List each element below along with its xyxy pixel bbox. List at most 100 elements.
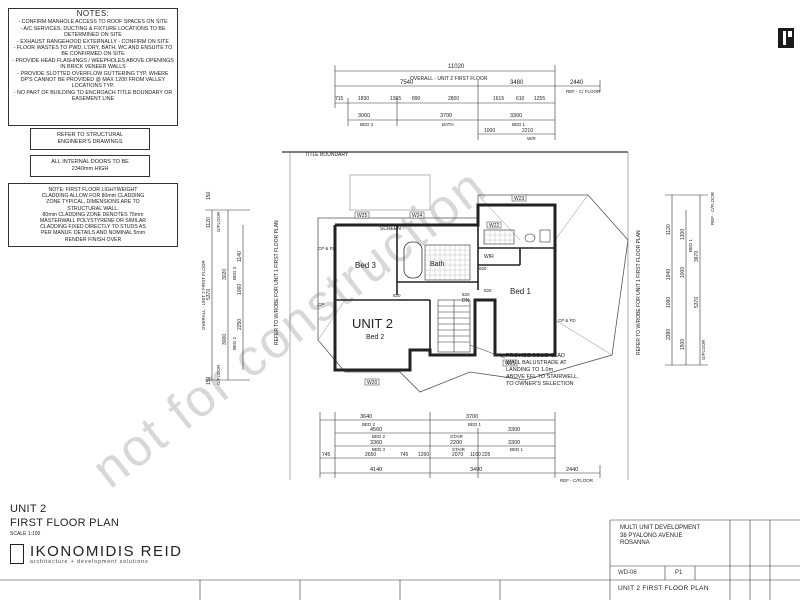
dim-label: G/FLOOR <box>216 211 221 232</box>
dim-value: 1365 <box>390 96 401 102</box>
dim-label: STAIR <box>450 434 464 439</box>
door-dim: 820 <box>479 266 487 271</box>
note-line: - NO PART OF BUILDING TO ENCROACH TITLE … <box>13 89 173 103</box>
dim-value: 1000 <box>680 267 686 278</box>
dim-label: BED 1 <box>688 238 693 252</box>
window-tag: W20 <box>367 380 378 386</box>
note-line: - EXHAUST RANGEHOOD EXTERNALLY - CONFIRM… <box>17 38 169 45</box>
ground-floor-outline <box>349 174 431 211</box>
stair-note-line: TO OWNER'S SELECTION <box>506 381 574 387</box>
title-boundary-label: TITLE BOUNDARY <box>305 152 349 158</box>
cladding-note-line: RENDER FINISH OVER <box>64 236 122 243</box>
notes-heading: NOTES: <box>76 9 110 18</box>
dim-value: 1830 <box>358 96 369 102</box>
downpipe-mark: CP & FD <box>558 318 576 323</box>
bathroom-tile-floor <box>424 244 471 281</box>
cladding-note-line: 80mm CLADDING ZONE DENOTES 75mm <box>42 211 144 218</box>
drawing-title: FIRST FLOOR PLAN <box>10 517 120 529</box>
dim-value: 2440 <box>566 467 578 473</box>
dim-value: 7540 <box>400 80 414 86</box>
bathtub-icon <box>403 241 423 279</box>
dim-label: BED 2 <box>372 434 386 439</box>
unit-label: UNIT 2 <box>352 316 393 331</box>
right-reference-note: REFER TO W/ROBE FOR UNIT 1 FIRST FLOOR P… <box>636 230 642 355</box>
right-dimension-lines <box>665 194 708 366</box>
left-dimension-text: 1120 5370 3020 3000 1140 2250 1060 OVERA… <box>201 191 243 385</box>
dim-label: BED 2 <box>232 336 237 350</box>
drawing-title-unit: UNIT 2 <box>10 503 47 515</box>
dim-value: 3700 <box>466 414 478 420</box>
dim-value: 1260 <box>418 452 429 458</box>
project-line: 38 PYALONG AVENUE <box>620 532 683 539</box>
room-bed-3: Bed 3 <box>355 261 376 270</box>
watermark: not for construction <box>82 157 498 500</box>
dim-value: 3020 <box>222 269 228 280</box>
downpipe-mark: CP & FD <box>318 246 336 251</box>
firm-tagline: architecture + development solutions <box>30 559 149 565</box>
dim-label: G/FLOOR <box>701 339 706 360</box>
dim-value: 2650 <box>365 452 376 458</box>
dim-value: 1500 <box>680 339 686 350</box>
dim-value: 3360 <box>370 440 382 446</box>
structural-note-line: ENGINEER'S DRAWINGS <box>57 139 123 145</box>
dim-value: 1090 <box>666 297 672 308</box>
dim-value: 3300 <box>510 113 522 119</box>
stair-note: PROVIDE SOLID CLAD WALL BALUSTRADE AT LA… <box>506 353 579 387</box>
basin-icon <box>539 229 551 243</box>
firm-mark-icon <box>10 544 24 564</box>
dim-value: 1120 <box>206 217 212 228</box>
room-bed-1: Bed 1 <box>510 287 531 296</box>
room-bath: Bath <box>430 261 445 268</box>
dim-value: 3300 <box>508 427 520 433</box>
sheet-revision: P1 <box>675 570 683 576</box>
note-line: - CONFIRM MANHOLE ACCESS TO ROOF SPACES … <box>18 19 168 26</box>
dim-label: BED 1 <box>512 122 526 127</box>
cladding-note-line: CLADDING FIXED DIRECTLY TO STUDS AS <box>40 224 146 231</box>
doors-note-line: 2340mm HIGH <box>71 166 109 172</box>
dim-value: 1060 <box>237 284 243 295</box>
dim-value: 715 <box>335 96 344 102</box>
dim-value: 3640 <box>360 414 372 420</box>
structural-note-line: REFER TO STRUCTURAL <box>56 132 124 138</box>
note-line: - A/C SERVICES, DUCTING & FIXTURE LOCATI… <box>20 25 166 39</box>
toilet-tile-floor <box>483 229 515 245</box>
downpipe-marks: CP & FD CP & FD CP <box>318 246 576 323</box>
dim-label: BED 3 <box>232 266 237 280</box>
dim-overall-label: OVERALL - UNIT 2 FIRST FLOOR <box>410 76 488 82</box>
screen-label: SCREEN <box>380 226 401 232</box>
title-block-lines <box>0 519 800 600</box>
dim-value: 3490 <box>470 467 482 473</box>
dim-label: BED 3 <box>360 122 374 127</box>
cladding-note-line: ZONE TYPICAL, DIMENSIONS ARE TO <box>46 199 140 206</box>
dim-value: 1255 <box>534 96 545 102</box>
dim-label: G/FLOOR <box>216 364 221 385</box>
dim-value: 1120 <box>666 224 672 235</box>
sheet-number: WD-06 <box>618 570 637 576</box>
structural-note: REFER TO STRUCTURAL ENGINEER'S DRAWINGS <box>30 128 150 150</box>
cladding-note-line: PER MANUF. DETAILS AND NOMINAL 5mm <box>40 230 146 237</box>
bottom-dimension-lines <box>319 412 601 478</box>
wir-label: WIR <box>484 254 494 260</box>
dim-label: STAIR <box>452 447 466 452</box>
dim-value: 225 <box>482 452 491 458</box>
project-info: MULTI UNIT DEVELOPMENT 38 PYALONG AVENUE… <box>620 525 700 548</box>
doors-note-line: ALL INTERNAL DOORS TO BE <box>51 159 129 165</box>
dim-value: 2800 <box>448 96 459 102</box>
dim-label: W/R <box>527 136 536 141</box>
dim-label: BED 2 <box>362 422 376 427</box>
firm-name: IKONOMIDIS REID <box>30 543 183 560</box>
dim-value: 3000 <box>222 334 228 345</box>
dim-value: 3060 <box>358 113 370 119</box>
door-dims: 820 820 820 820 <box>393 266 492 298</box>
note-line: - PROVIDE SLOTTED OVERFLOW GUTTERING TYP… <box>17 70 169 90</box>
exterior-walls <box>333 203 557 372</box>
dim-value: 1160 <box>470 452 481 458</box>
stair-note-line: WALL BALUSTRADE AT <box>506 360 567 366</box>
dim-label: REF - C/FLOOR <box>560 478 594 483</box>
dim-label: REF - C/FLOOR <box>710 191 715 225</box>
doors-note: ALL INTERNAL DOORS TO BE 2340mm HIGH <box>30 155 150 177</box>
dim-value: 4560 <box>370 427 382 433</box>
dim-value: 2070 <box>452 452 463 458</box>
interior-walls <box>335 225 555 355</box>
dim-label: BED 1 <box>510 447 524 452</box>
